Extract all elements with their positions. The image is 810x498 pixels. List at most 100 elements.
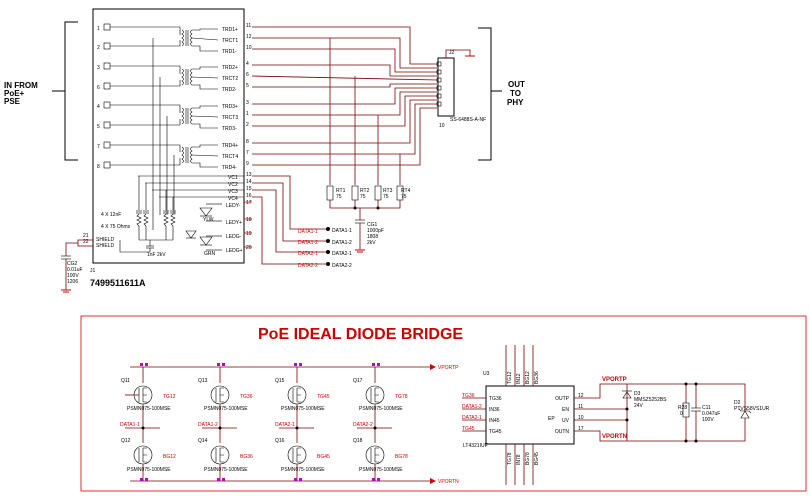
svg-text:PSMN075-100MSE: PSMN075-100MSE [359, 406, 403, 412]
svg-text:22: 22 [83, 239, 89, 245]
svg-text:3: 3 [246, 100, 249, 106]
svg-text:VC1: VC1 [228, 175, 238, 181]
svg-text:2: 2 [97, 45, 100, 51]
shield-pins: SHIELD SHIELD 21 22 [65, 233, 114, 256]
svg-text:TG36: TG36 [462, 393, 475, 399]
svg-text:DATA1-1: DATA1-1 [120, 422, 140, 428]
svg-text:17: 17 [578, 426, 584, 432]
svg-text:Q14: Q14 [198, 438, 208, 444]
svg-text:PSMN075-100MSE: PSMN075-100MSE [204, 406, 248, 412]
svg-text:16: 16 [246, 193, 252, 199]
svg-text:PSMN075-100MSE: PSMN075-100MSE [204, 467, 248, 473]
output-bracket [478, 27, 502, 161]
svg-text:TRD1+: TRD1+ [222, 27, 238, 33]
svg-text:SHIELD: SHIELD [96, 243, 114, 249]
svg-text:TG36: TG36 [240, 394, 253, 400]
svg-text:IN78: IN78 [516, 454, 522, 465]
svg-text:J2: J2 [449, 50, 455, 56]
svg-text:VPORTP: VPORTP [438, 365, 459, 371]
svg-text:EN: EN [562, 407, 569, 413]
svg-text:DATA1-2: DATA1-2 [332, 240, 352, 246]
svg-text:TRD2-: TRD2- [222, 87, 237, 93]
svg-text:18: 18 [246, 217, 252, 223]
svg-text:1: 1 [246, 111, 249, 117]
svg-text:6: 6 [246, 72, 249, 78]
svg-text:PSMN075-100MSE: PSMN075-100MSE [359, 467, 403, 473]
svg-text:TRD3+: TRD3+ [222, 104, 238, 110]
svg-text:TRD3-: TRD3- [222, 126, 237, 132]
svg-text:OUTN: OUTN [555, 429, 570, 435]
svg-text:10: 10 [246, 45, 252, 51]
svg-text:DATA2-1: DATA2-1 [332, 251, 352, 257]
svg-text:DATA1-1: DATA1-1 [332, 228, 352, 234]
svg-text:13: 13 [246, 172, 252, 178]
svg-text:SHIELD: SHIELD [96, 237, 114, 243]
svg-text:R28: R28 [678, 405, 687, 411]
svg-text:TRCT2: TRCT2 [222, 76, 238, 82]
svg-text:EP: EP [548, 416, 555, 422]
vc-wires [252, 175, 328, 265]
j1-right-pins: TRD1+ TRCT1 TRD1- TRD2+ TRCT2 TRD2- TRD3… [222, 23, 252, 171]
vportp-rail: VPORTP [130, 364, 459, 371]
svg-text:Q15: Q15 [275, 378, 285, 384]
svg-text:19: 19 [246, 231, 252, 237]
j1-vc-pins: VC1 VC2 VC3 VC4 13 14 15 16 [228, 172, 252, 202]
svg-text:20: 20 [246, 245, 252, 251]
resistor-rt1: RT1 75 [326, 185, 346, 201]
capacitor-c11: C11 0.047uF 100V [691, 382, 720, 443]
svg-text:TG45: TG45 [489, 429, 502, 435]
svg-text:Q11: Q11 [121, 378, 130, 384]
svg-text:PSMN075-100MSE: PSMN075-100MSE [281, 406, 325, 412]
rt-common-bus [329, 200, 401, 220]
svg-text:6: 6 [97, 85, 100, 91]
resistor-rt2: RT2 75 [351, 185, 370, 201]
svg-text:1206: 1206 [67, 279, 78, 285]
bridge-pads [140, 363, 380, 481]
svg-text:TG12: TG12 [507, 371, 513, 384]
svg-text:7: 7 [97, 144, 100, 150]
svg-text:7: 7 [246, 150, 249, 156]
svg-text:VPORTN: VPORTN [438, 479, 459, 485]
svg-text:75: 75 [401, 194, 407, 200]
mosfet-q13: Q13 PSMN075-100MSE TG36 [198, 367, 253, 428]
svg-text:MMSZ5252BS: MMSZ5252BS [634, 397, 667, 403]
svg-text:U3: U3 [483, 371, 490, 377]
svg-text:Q12: Q12 [121, 438, 131, 444]
svg-text:TO: TO [510, 89, 521, 98]
led-green-icon: GRN [199, 236, 216, 257]
svg-text:4: 4 [246, 61, 249, 67]
led-yellow-icon: YLW [199, 207, 214, 223]
svg-text:DATA2-1: DATA2-1 [275, 422, 295, 428]
svg-text:VPORTP: VPORTP [602, 377, 627, 383]
j1-module-box [92, 8, 245, 264]
svg-text:Q13: Q13 [198, 378, 208, 384]
svg-text:TG45: TG45 [462, 426, 475, 432]
svg-text:4 X 75 Ohms: 4 X 75 Ohms [101, 224, 131, 230]
resistor-r28: R28 0 [678, 382, 690, 443]
output-label: OUT TO PHY [507, 80, 525, 107]
svg-text:PTVS58VS1UR: PTVS58VS1UR [734, 406, 770, 412]
svg-text:SS-6488S-A-NF: SS-6488S-A-NF [450, 117, 486, 123]
svg-text:BG78: BG78 [525, 452, 531, 465]
svg-text:DATA2-2: DATA2-2 [332, 263, 352, 269]
svg-text:VPORTN: VPORTN [602, 434, 627, 440]
svg-text:10: 10 [578, 415, 584, 421]
transformer-secondary-wiring [191, 28, 219, 168]
svg-text:RT2: RT2 [360, 188, 370, 194]
mosfet-q11: Q11 PSMN075-100MSE TG12 [121, 367, 176, 428]
svg-text:100V: 100V [702, 417, 714, 423]
svg-text:VC3: VC3 [228, 189, 238, 195]
mosfet-q14: Q14 PSMN075-100MSE BG36 [198, 428, 253, 481]
svg-text:12: 12 [246, 34, 252, 40]
outp-net: VPORTP [574, 377, 746, 399]
svg-text:LT4321IUF: LT4321IUF [463, 443, 488, 449]
capacitor-cg2: CG2 0.01uF 100V 1206 [61, 255, 83, 293]
svg-text:PoE+: PoE+ [4, 89, 25, 98]
j1-left-pins: 1 2 3 6 4 5 7 8 [97, 23, 111, 170]
resistor-rt4: RT4 75 [396, 185, 411, 201]
svg-text:TRD1-: TRD1- [222, 49, 237, 55]
svg-text:21: 21 [83, 233, 89, 239]
svg-text:Q16: Q16 [275, 438, 285, 444]
bridge-border [80, 315, 807, 492]
svg-text:UV: UV [562, 418, 570, 424]
